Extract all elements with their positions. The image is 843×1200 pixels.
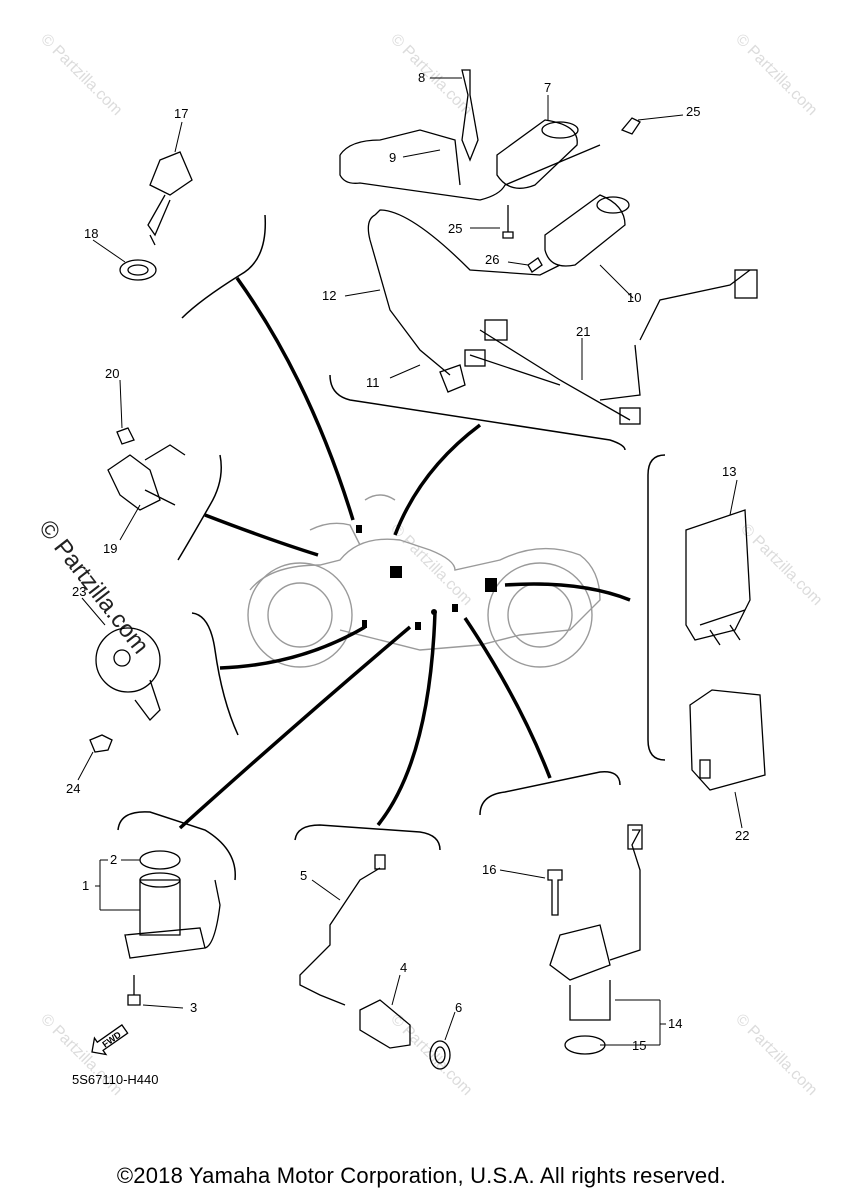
plug-cap-11 <box>439 364 466 393</box>
callout-8: 8 <box>418 70 425 85</box>
bolt-16 <box>547 869 563 916</box>
bolt-25 <box>620 117 641 135</box>
bolt-24 <box>89 734 113 753</box>
callout-23: 23 <box>72 584 86 599</box>
temperature-sensor-17 <box>149 151 193 196</box>
callout-12: 12 <box>322 288 336 303</box>
speed-sensor-1 <box>139 879 181 936</box>
callout-25b: 25 <box>448 221 462 236</box>
washer-18 <box>119 259 157 281</box>
label-leaders <box>77 77 743 1046</box>
o-ring-15 <box>564 1035 606 1055</box>
callout-3: 3 <box>190 1000 197 1015</box>
watermark-text: © Partzilla.com <box>387 1011 475 1099</box>
part-drawings <box>89 69 766 1070</box>
sensor-19 <box>107 454 161 511</box>
callout-22: 22 <box>735 828 749 843</box>
motorcycle-outline <box>247 494 601 668</box>
sensor-4 <box>359 999 411 1049</box>
watermark-text: © Partzilla.com <box>387 521 475 609</box>
wire-harness-21 <box>469 269 751 421</box>
callout-19: 19 <box>103 541 117 556</box>
callout-1: 1 <box>82 878 89 893</box>
diagram-code: 5S67110-H440 <box>72 1072 159 1087</box>
callout-18: 18 <box>84 226 98 241</box>
sensor-lead-5 <box>299 867 381 1006</box>
watermark-group: © Partzilla.com © Partzilla.com © Partzi… <box>37 31 825 1099</box>
ignition-coil-7 <box>496 119 578 189</box>
sensor-14 <box>549 924 611 981</box>
screw-20 <box>116 427 135 445</box>
callout-2: 2 <box>110 852 117 867</box>
callout-13: 13 <box>722 464 736 479</box>
leader-lines <box>178 276 631 830</box>
o-ring-2 <box>139 850 181 870</box>
spark-plug-lead-9 <box>339 144 601 201</box>
callout-5: 5 <box>300 868 307 883</box>
callout-10: 10 <box>627 290 641 305</box>
callout-labels: 1 2 3 4 5 6 7 8 9 10 11 12 13 14 15 16 1… <box>66 70 749 1053</box>
callout-7: 7 <box>544 80 551 95</box>
bolt-26 <box>527 257 543 273</box>
watermark-text: © Partzilla.com <box>732 31 820 119</box>
bike-part-markers <box>356 525 497 630</box>
callout-24: 24 <box>66 781 80 796</box>
ecu-13 <box>685 509 751 641</box>
partzilla-watermark: © Partzilla.com <box>33 515 154 659</box>
callout-20: 20 <box>105 366 119 381</box>
watermark-text: © Partzilla.com <box>37 31 125 119</box>
callout-6: 6 <box>455 1000 462 1015</box>
callout-15: 15 <box>632 1038 646 1053</box>
watermark-text: © Partzilla.com <box>732 1011 820 1099</box>
bolt-3 <box>127 975 141 1006</box>
callout-26: 26 <box>485 252 499 267</box>
callout-25a: 25 <box>686 104 700 119</box>
callout-4: 4 <box>400 960 407 975</box>
group-brackets <box>117 214 666 881</box>
relay-22 <box>689 689 766 791</box>
callout-16: 16 <box>482 862 496 877</box>
washer-6 <box>429 1040 451 1070</box>
spark-plug-lead-12 <box>367 214 451 376</box>
callout-14: 14 <box>668 1016 682 1031</box>
horn-23 <box>95 627 161 693</box>
callout-21: 21 <box>576 324 590 339</box>
ignition-coil-10 <box>544 194 626 267</box>
copyright-notice: ©2018 Yamaha Motor Corporation, U.S.A. A… <box>116 1163 727 1188</box>
callout-9: 9 <box>389 150 396 165</box>
callout-17: 17 <box>174 106 188 121</box>
callout-11: 11 <box>366 375 380 390</box>
plug-cap-8 <box>461 69 479 162</box>
watermark-text: © Partzilla.com <box>387 31 475 119</box>
